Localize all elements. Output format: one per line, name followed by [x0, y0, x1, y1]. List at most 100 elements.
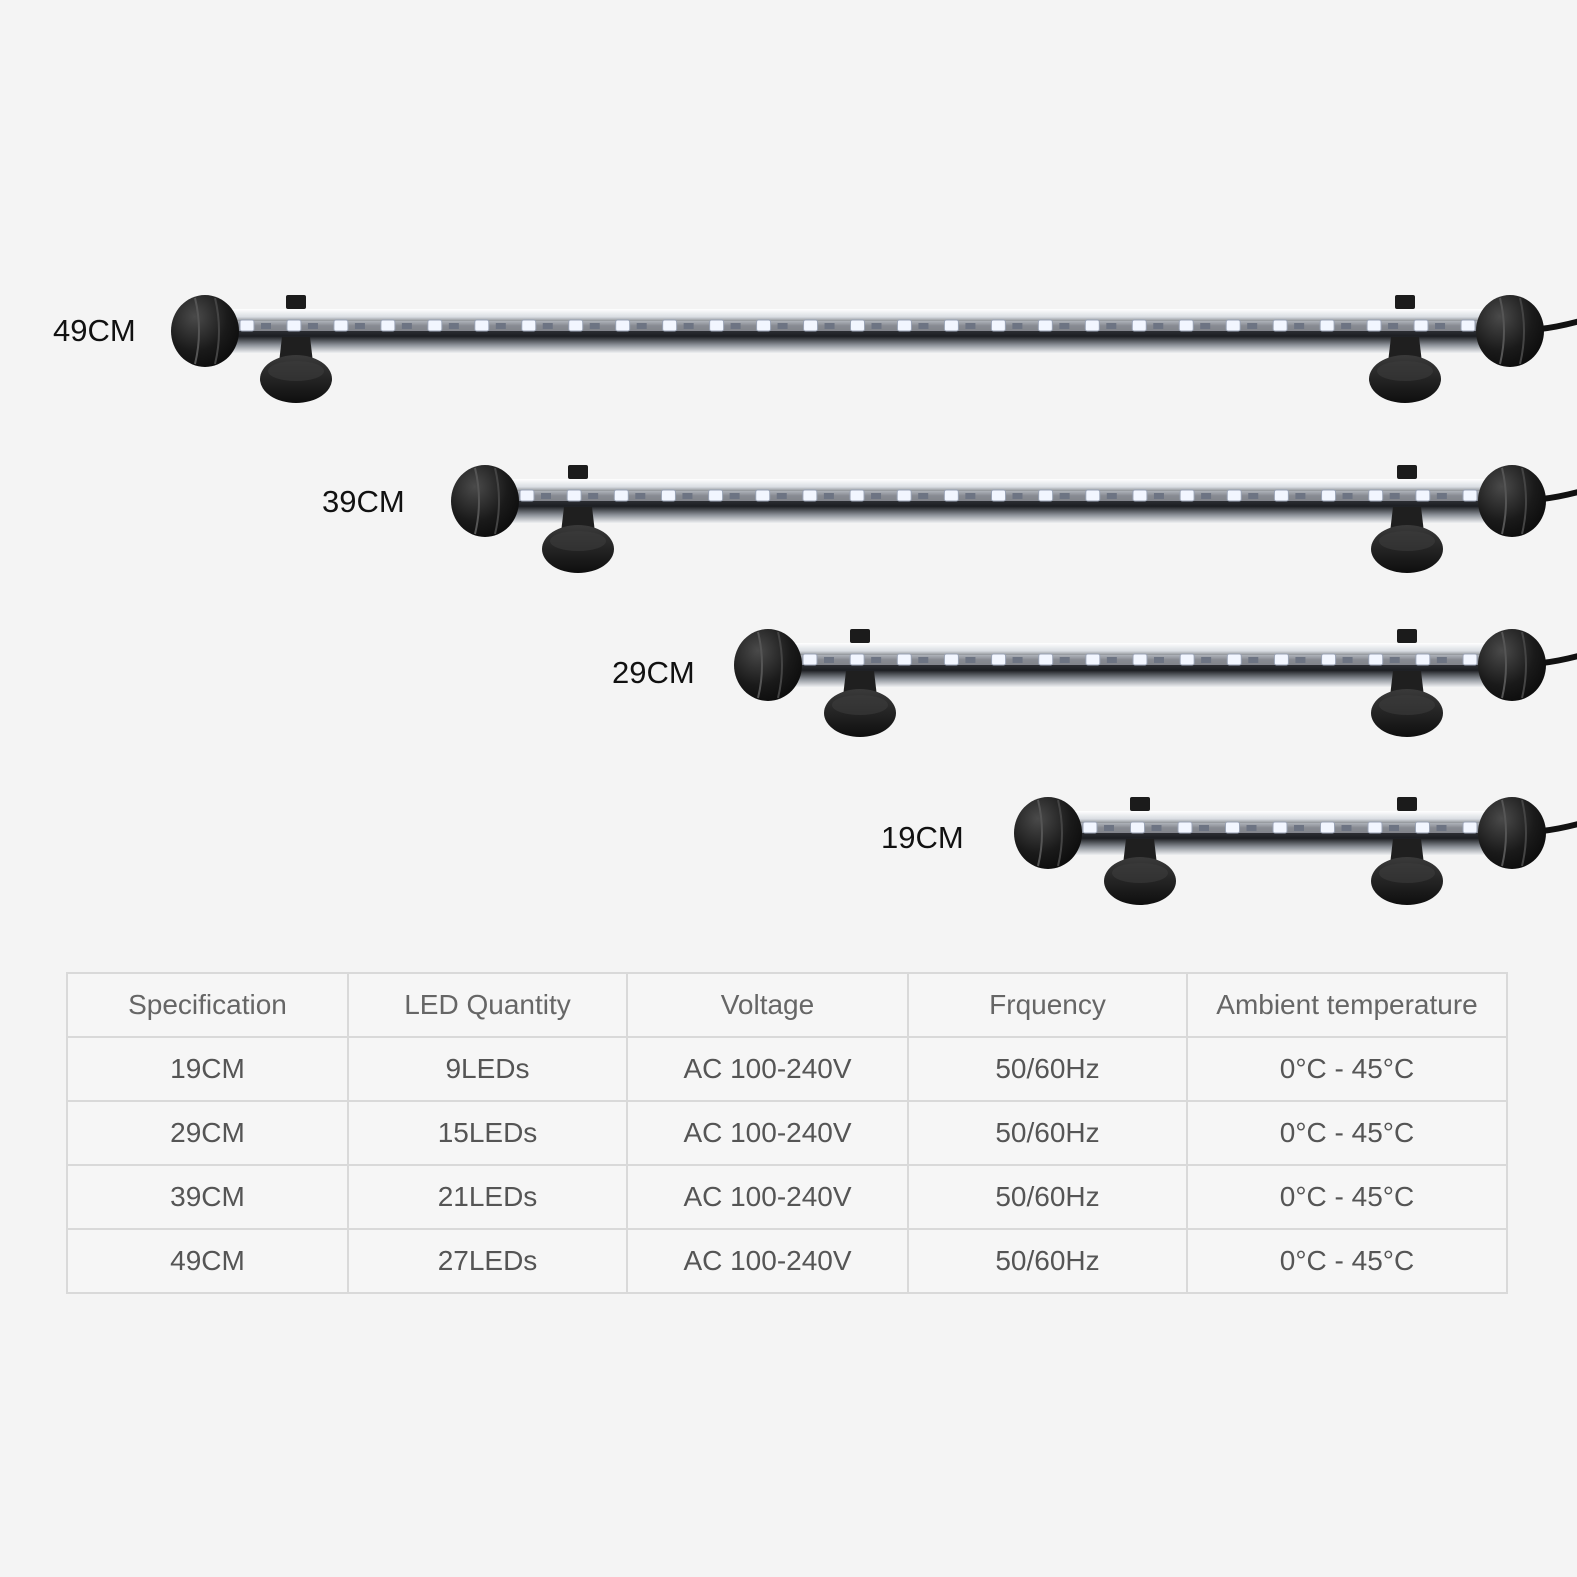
resistor	[1248, 657, 1259, 663]
led-chip	[802, 489, 818, 502]
size-label-19cm: 19CM	[881, 820, 964, 855]
resistor	[871, 323, 882, 329]
led-chip	[1415, 821, 1430, 834]
table-row: 29CM 15LEDs AC 100-240V 50/60Hz 0°C - 45…	[66, 1100, 1508, 1166]
resistor	[871, 657, 882, 663]
led-chip	[239, 319, 255, 332]
led-chip	[1462, 489, 1478, 502]
resistor	[635, 493, 646, 499]
resistor	[1436, 657, 1447, 663]
led-chip	[1225, 319, 1241, 332]
resistor	[1294, 323, 1305, 329]
led-bar	[734, 629, 1577, 737]
resistor	[1247, 323, 1258, 329]
size-label-39cm: 39CM	[322, 484, 405, 519]
resistor	[401, 323, 412, 329]
resistor	[1342, 657, 1353, 663]
resistor	[495, 323, 506, 329]
led-chip	[896, 653, 912, 666]
clip-top	[1130, 797, 1150, 811]
led-chip	[1321, 653, 1337, 666]
cap-ridge	[1521, 467, 1527, 535]
right-end-cap	[1478, 629, 1546, 701]
resistor	[1059, 323, 1070, 329]
resistor	[1436, 493, 1447, 499]
resistor	[871, 493, 882, 499]
size-label-29cm: 29CM	[612, 655, 695, 690]
resistor	[1059, 493, 1070, 499]
led-chip	[613, 489, 629, 502]
right-end-cap	[1478, 797, 1546, 869]
resistor	[1294, 825, 1304, 831]
led-chip	[380, 319, 396, 332]
resistor	[1388, 323, 1399, 329]
cap-ridge	[494, 467, 500, 535]
cell-specification: 19CM	[66, 1036, 349, 1102]
resistor	[776, 493, 787, 499]
cell-led-quantity: 15LEDs	[347, 1100, 628, 1166]
resistor	[307, 323, 318, 329]
power-cable	[1539, 653, 1577, 666]
led-chip	[943, 489, 959, 502]
led-chip	[1367, 821, 1383, 834]
cell-temperature: 0°C - 45°C	[1186, 1228, 1508, 1294]
resistor	[261, 323, 271, 329]
led-chip	[1132, 653, 1148, 666]
cell-temperature: 0°C - 45°C	[1186, 1036, 1508, 1102]
resistor	[683, 323, 694, 329]
resistor	[1295, 657, 1306, 663]
table-row: 19CM 9LEDs AC 100-240V 50/60Hz 0°C - 45°…	[66, 1036, 1508, 1102]
led-bar	[1014, 797, 1577, 905]
resistor	[636, 323, 647, 329]
led-chip	[1319, 319, 1335, 332]
cell-led-quantity: 21LEDs	[347, 1164, 628, 1230]
clip-top	[286, 295, 306, 309]
led-chip	[1272, 319, 1288, 332]
led-chip	[1415, 653, 1431, 666]
cap-ridge	[777, 631, 783, 699]
led-chip	[708, 489, 724, 502]
led-chip	[1368, 489, 1384, 502]
led-chip	[1460, 319, 1476, 332]
resistor	[1154, 657, 1164, 663]
resistor	[542, 323, 553, 329]
resistor	[824, 323, 835, 329]
cap-ridge	[1037, 799, 1043, 867]
resistor	[1436, 825, 1447, 831]
resistor	[730, 323, 741, 329]
left-end-cap	[171, 295, 239, 367]
resistor	[823, 493, 834, 499]
resistor	[1246, 825, 1257, 831]
cap-ridge	[1501, 799, 1507, 867]
led-chip	[1085, 489, 1101, 502]
power-cable	[1539, 489, 1577, 502]
power-cable	[1539, 821, 1577, 834]
cell-voltage: AC 100-240V	[626, 1164, 909, 1230]
suction-cup-rim	[1379, 695, 1435, 715]
resistor	[1059, 657, 1070, 663]
led-chip	[1462, 653, 1478, 666]
led-chip	[1178, 319, 1194, 332]
led-chip	[1038, 653, 1054, 666]
resistor	[1151, 825, 1162, 831]
led-chip	[1272, 821, 1288, 834]
led-chip	[991, 653, 1007, 666]
resistor	[1341, 825, 1352, 831]
resistor	[1012, 657, 1023, 663]
suction-cup-rim	[268, 361, 324, 381]
cap-ridge	[214, 297, 220, 365]
suction-cup-rim	[1377, 361, 1433, 381]
resistor	[824, 657, 834, 663]
suction-cup-rim	[1379, 863, 1435, 883]
led-chip	[427, 319, 443, 332]
led-chip	[943, 319, 959, 332]
resistor	[589, 323, 600, 329]
header-led-quantity: LED Quantity	[347, 972, 628, 1038]
left-end-cap	[1014, 797, 1082, 869]
resistor	[918, 657, 929, 663]
power-cable	[1537, 318, 1577, 332]
led-chip	[990, 319, 1006, 332]
led-chip	[756, 319, 772, 332]
resistor	[1199, 825, 1209, 831]
led-chip	[1366, 319, 1382, 332]
